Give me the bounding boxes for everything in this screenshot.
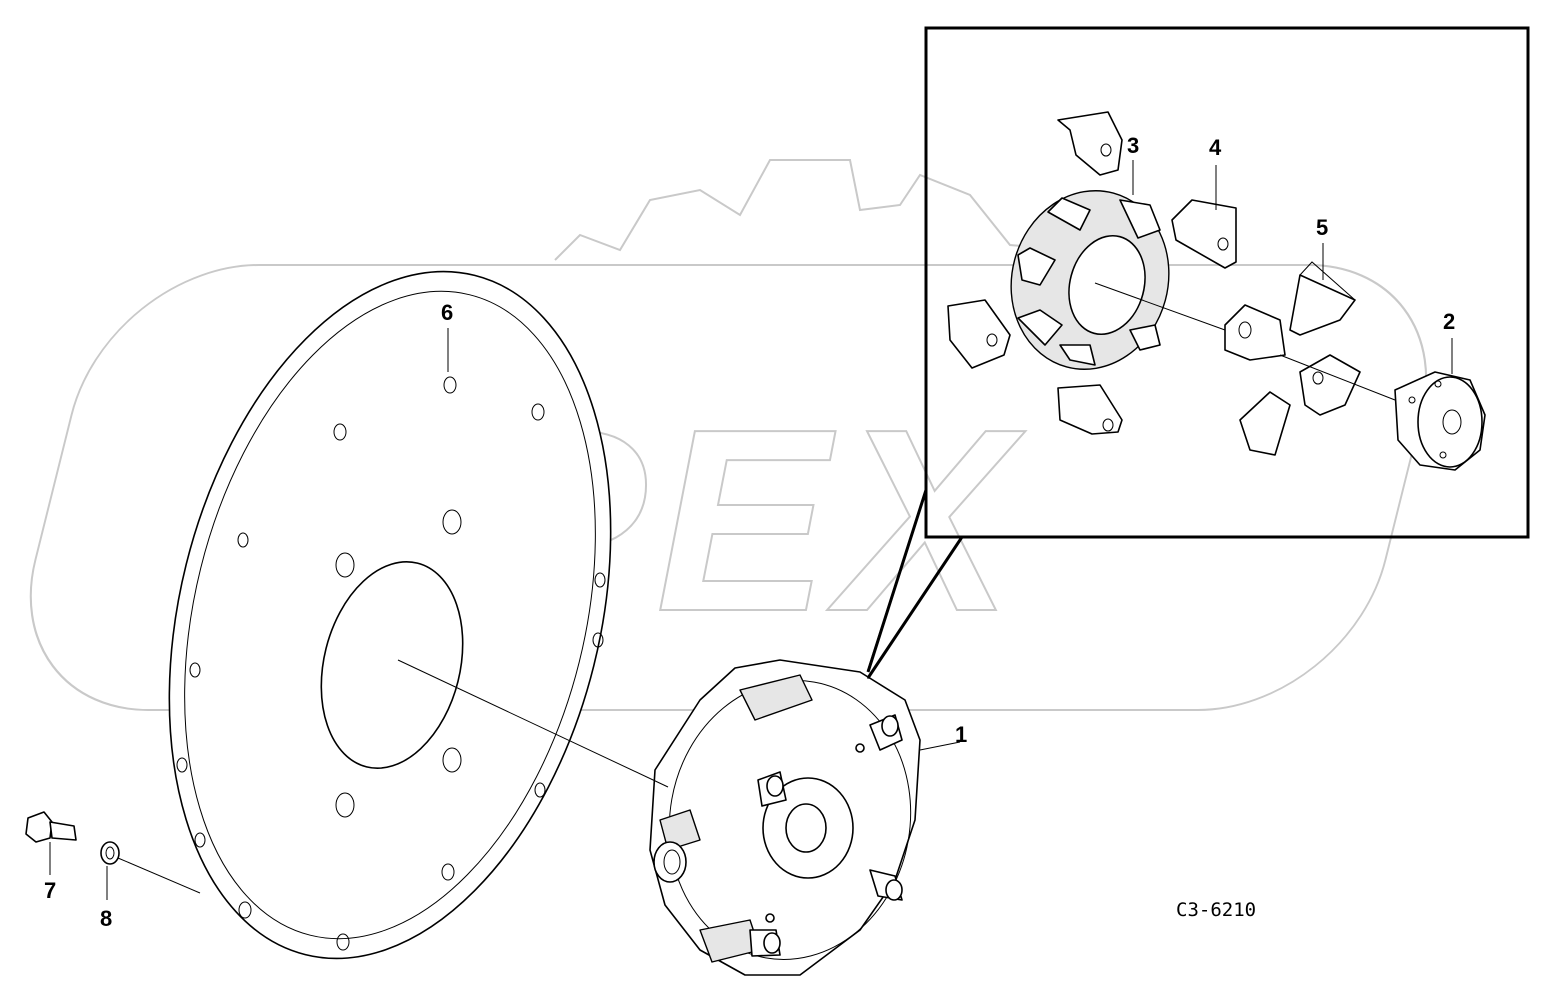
flywheel-plate bbox=[168, 270, 612, 960]
axis-line bbox=[397, 659, 669, 788]
leader-lines bbox=[49, 160, 1453, 900]
rubber-block-center bbox=[1224, 304, 1286, 361]
rubber-block-top bbox=[1057, 111, 1123, 176]
callout-7: 7 bbox=[44, 878, 56, 903]
callout-3: 3 bbox=[1127, 133, 1139, 158]
callout-2: 2 bbox=[1443, 309, 1455, 334]
rubber-block-5 bbox=[1289, 261, 1356, 336]
rubber-block-bottom bbox=[1057, 384, 1123, 435]
bolt-part bbox=[25, 811, 77, 843]
washer-part bbox=[100, 841, 120, 865]
spider-element bbox=[1010, 190, 1170, 370]
callout-6: 6 bbox=[441, 300, 453, 325]
callout-4: 4 bbox=[1209, 135, 1222, 160]
rubber-block-4 bbox=[1171, 199, 1237, 269]
hub-part-2 bbox=[1394, 371, 1486, 471]
rubber-block-right bbox=[1299, 354, 1361, 416]
drawing-code: C3-6210 bbox=[1176, 899, 1256, 921]
coupling-hub bbox=[649, 659, 921, 976]
callout-8: 8 bbox=[100, 906, 112, 931]
callout-1: 1 bbox=[955, 722, 967, 747]
rubber-block-left bbox=[947, 299, 1011, 369]
detail-inset bbox=[866, 26, 1530, 679]
callout-5: 5 bbox=[1316, 215, 1328, 240]
rubber-block-lower bbox=[1239, 391, 1291, 456]
